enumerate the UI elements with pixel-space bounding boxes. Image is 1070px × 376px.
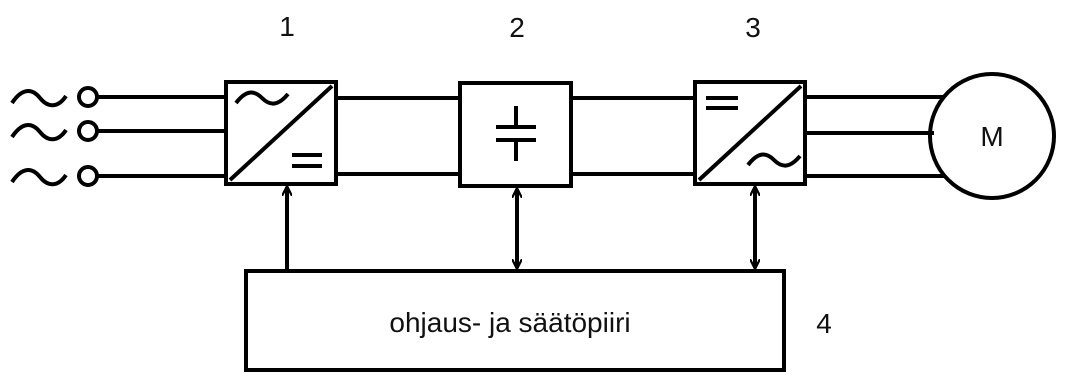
ac-symbol-icon (746, 152, 802, 168)
dc-link-block (458, 81, 573, 188)
supply-lines (97, 95, 226, 178)
block-3-number: 3 (745, 12, 761, 43)
dc-link-lines-left (336, 96, 460, 176)
motor-lines (805, 95, 944, 178)
motor-label: M (980, 121, 1003, 152)
control-circuit-label: ohjaus- ja säätöpiiri (389, 307, 630, 338)
rectifier-block (224, 80, 338, 186)
block-2-number: 2 (509, 12, 525, 43)
capacitor-icon (496, 106, 536, 161)
control-box (244, 269, 786, 372)
block-1-number: 1 (279, 11, 295, 42)
control-circuit-number: 4 (816, 308, 832, 339)
ac-source-icon (10, 89, 68, 187)
inverter-block (693, 80, 807, 186)
supply-terminals (77, 86, 99, 187)
ac-symbol-icon (234, 90, 290, 106)
motor-circle (928, 72, 1056, 200)
dc-link-lines-right (571, 96, 695, 176)
